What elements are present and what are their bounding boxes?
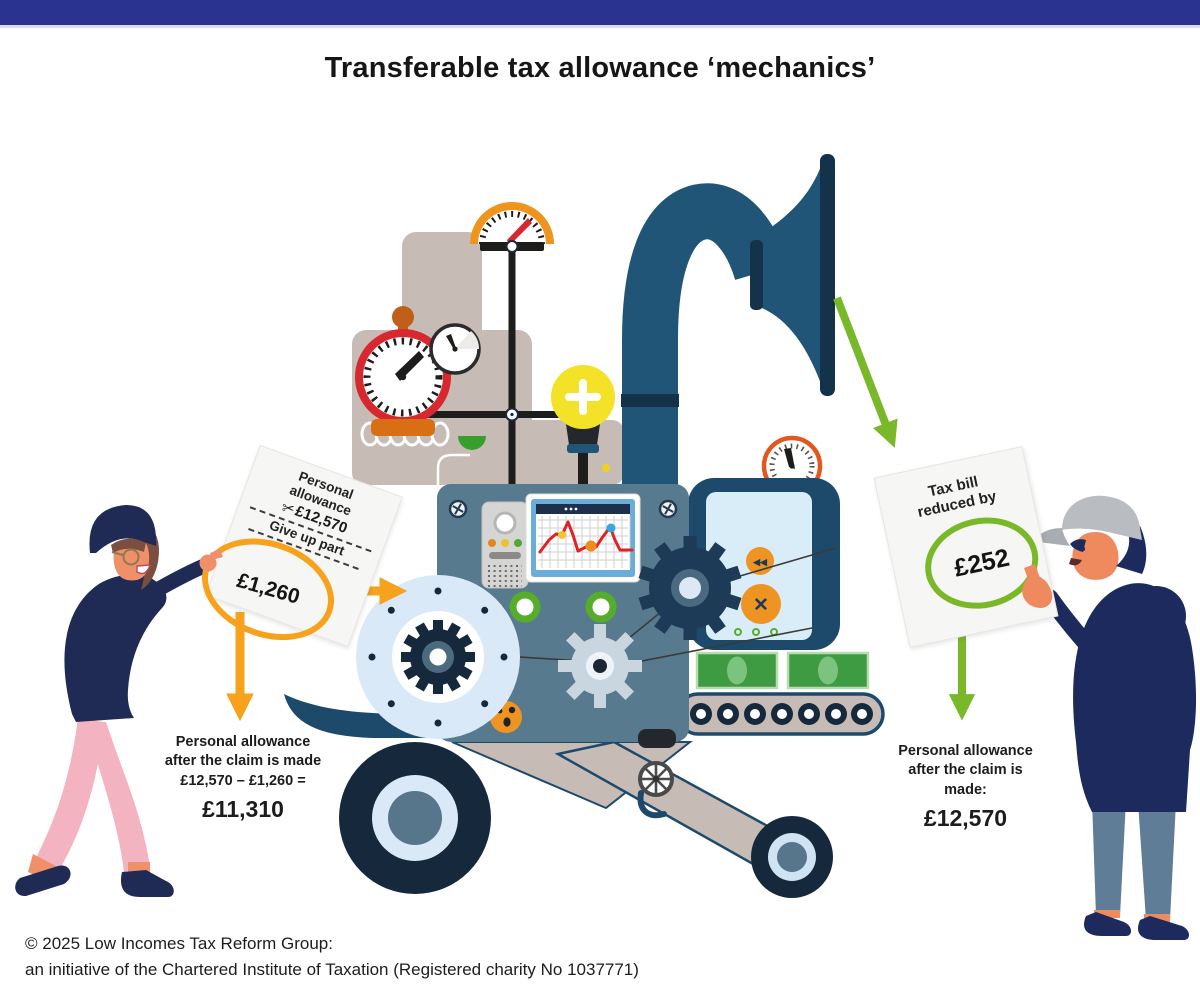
rewind-button-label: ◀◀	[752, 557, 768, 567]
flywheel-icon	[356, 575, 520, 739]
indicator-light	[509, 591, 541, 623]
crank-handle-icon	[637, 729, 676, 819]
control-unit	[481, 501, 529, 589]
gear-icon	[558, 624, 642, 708]
small-dial-gauge-icon	[429, 323, 481, 375]
wheel-icon	[339, 742, 491, 894]
result-line: Personal allowance	[898, 743, 1033, 759]
result-line: Personal allowance	[175, 734, 311, 750]
lightbulb-icon	[551, 365, 615, 490]
monitor-screen	[525, 493, 641, 583]
right-result-text: Personal allowance after the claim is ma…	[858, 742, 1073, 833]
wheel-icon	[751, 816, 833, 898]
page-title: Transferable tax allowance ‘mechanics’	[324, 52, 876, 84]
result-total: £12,570	[923, 804, 1008, 831]
left-result-text: Personal allowance after the claim is ma…	[137, 733, 349, 824]
scissors-icon: ✂	[280, 499, 295, 518]
result-total: £11,310	[202, 795, 284, 822]
chart-line	[538, 520, 634, 554]
cancel-button-label: ✕	[753, 595, 769, 616]
person-receiving-allowance	[1037, 495, 1197, 940]
result-line: after the claim is made	[164, 753, 322, 770]
gear-icon	[638, 536, 742, 640]
copyright-text: © 2025 Low Incomes Tax Reform Group: an …	[25, 931, 1125, 984]
header-divider	[0, 25, 1200, 28]
result-line: after the claim is	[908, 762, 1023, 779]
conveyor-belt	[657, 692, 885, 736]
support-rod	[404, 250, 576, 492]
result-line: £12,570 – £1,260 =	[180, 772, 306, 789]
arrow-output	[833, 296, 898, 448]
tax-reduction-circle: £252	[916, 507, 1047, 619]
tax-reduction-amount: £252	[951, 543, 1012, 583]
transfer-amount: £1,260	[234, 568, 303, 609]
money-bills-icon	[695, 651, 870, 690]
indicator-light	[585, 591, 617, 623]
copyright-line: an initiative of the Chartered Institute…	[25, 960, 639, 980]
person-giving-allowance	[15, 505, 212, 897]
copyright-line: © 2025 Low Incomes Tax Reform Group:	[25, 934, 333, 953]
header-bar	[0, 0, 1200, 25]
stopwatch-gauge-icon	[355, 306, 451, 436]
result-line: made:	[944, 781, 987, 798]
top-gauge-icon	[470, 202, 554, 253]
dome-indicator-icon	[458, 436, 486, 450]
horn-funnel	[621, 154, 835, 495]
screw-icon	[448, 499, 678, 519]
cancel-button	[741, 584, 781, 624]
